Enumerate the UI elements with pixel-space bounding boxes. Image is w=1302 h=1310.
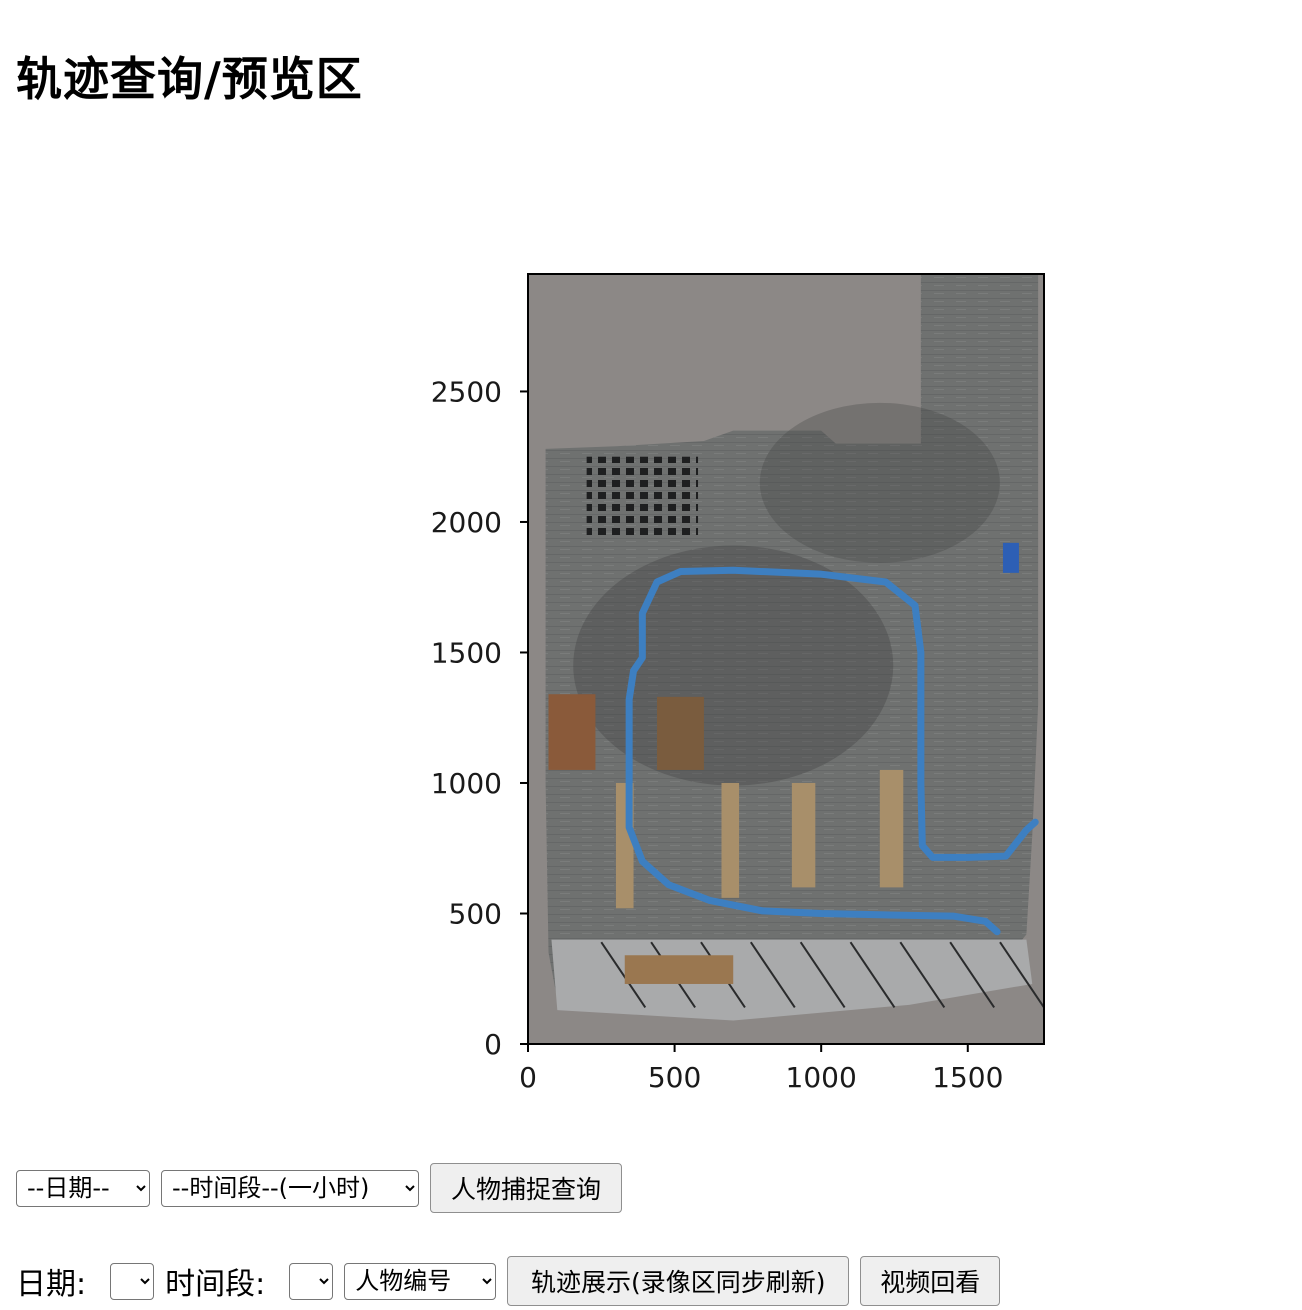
person-id-select[interactable]: 人物编号 xyxy=(344,1262,497,1300)
desk xyxy=(791,782,816,888)
y-tick-label: 500 xyxy=(449,897,502,930)
trajectory-plot: 0 500 1000 1500 0 500 1000 1500 2000 2500 xyxy=(400,250,1080,1110)
y-tick-label: 0 xyxy=(484,1028,502,1061)
chairs-cluster xyxy=(586,456,699,536)
desk xyxy=(721,782,740,898)
date-select[interactable]: --日期-- xyxy=(16,1169,150,1207)
lobby-line xyxy=(899,941,946,1009)
lobby-desk xyxy=(624,955,734,984)
blue-chair xyxy=(1002,542,1019,573)
floor-shadow xyxy=(759,402,1000,563)
lobby-line xyxy=(799,941,846,1009)
x-tick-label: 0 xyxy=(519,1061,537,1094)
page-title: 轨迹查询/预览区 xyxy=(16,52,363,106)
show-track-button[interactable]: 轨迹展示(录像区同步刷新) xyxy=(507,1256,850,1306)
trajectory-line xyxy=(625,566,1039,936)
floor-shadow xyxy=(573,545,894,786)
lobby-line xyxy=(749,941,796,1009)
x-tick-label: 1500 xyxy=(932,1061,1003,1094)
y-tick-label: 1000 xyxy=(431,767,502,800)
y-tick-label: 2500 xyxy=(431,375,502,408)
lobby-line xyxy=(949,941,995,1009)
floor-plan-image xyxy=(545,274,1039,1005)
track-date-select[interactable] xyxy=(110,1262,155,1300)
y-tick-label: 2000 xyxy=(431,506,502,539)
date-label: 日期: xyxy=(16,1267,87,1302)
x-tick-label: 1000 xyxy=(786,1061,857,1094)
track-query-row: 日期: 时间段: 人物编号 轨迹展示(录像区同步刷新) 视频回看 xyxy=(16,1256,1011,1306)
video-replay-button[interactable]: 视频回看 xyxy=(860,1256,1001,1306)
period-select[interactable]: --时间段--(一小时) xyxy=(161,1169,419,1207)
lobby-line xyxy=(849,941,896,1009)
axes-frame xyxy=(527,273,1045,1045)
track-period-select[interactable] xyxy=(289,1262,334,1300)
capture-query-button[interactable]: 人物捕捉查询 xyxy=(430,1163,622,1213)
lobby-line xyxy=(600,941,647,1009)
trajectory-plot-svg: 0 500 1000 1500 0 500 1000 1500 2000 2500 xyxy=(431,273,1045,1094)
booth xyxy=(548,694,596,770)
lobby-line xyxy=(999,941,1045,1009)
period-label: 时间段: xyxy=(165,1267,266,1302)
y-tick-label: 1500 xyxy=(431,636,502,669)
booth xyxy=(657,696,704,770)
x-tick-label: 500 xyxy=(648,1061,701,1094)
desk xyxy=(879,769,904,888)
capture-query-row: --日期-- --时间段--(一小时) 人物捕捉查询 xyxy=(16,1163,633,1213)
